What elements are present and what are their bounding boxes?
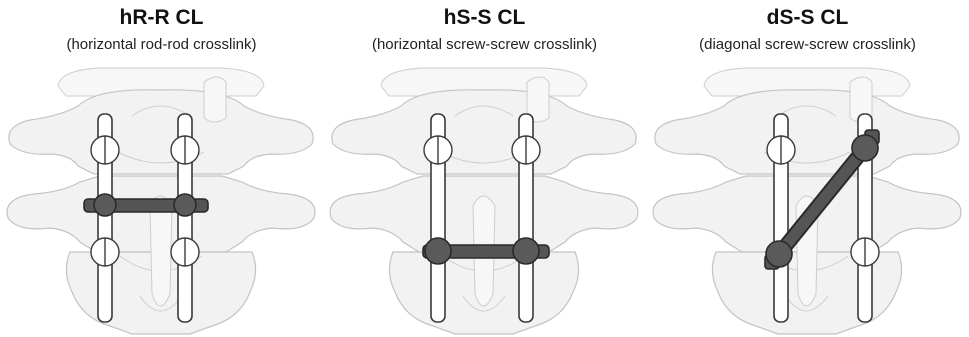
panel-hrr: hR-R CL (horizontal rod-rod crosslink) [0,0,323,337]
panel-title: dS-S CL [646,6,969,30]
panel-subtitle: (horizontal rod-rod crosslink) [0,36,323,53]
spine-illustration [646,56,969,337]
panel-subtitle: (diagonal screw-screw crosslink) [646,36,969,53]
panel-subtitle: (horizontal screw-screw crosslink) [323,36,646,53]
panel-dss: dS-S CL (diagonal screw-screw crosslink) [646,0,969,337]
panel-hss: hS-S CL (horizontal screw-screw crosslin… [323,0,646,337]
spine-illustration [0,56,323,337]
panel-title: hR-R CL [0,6,323,30]
spine-illustration [323,56,646,337]
vertebrae [330,68,638,334]
vertebrae [653,68,961,334]
panel-title: hS-S CL [323,6,646,30]
